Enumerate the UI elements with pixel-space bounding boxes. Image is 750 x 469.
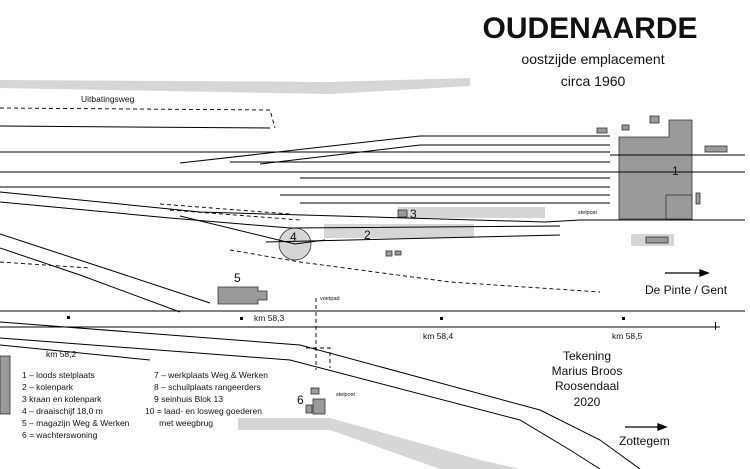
track-zottegem-1 (0, 321, 641, 469)
dashed-field-right (0, 261, 91, 269)
dashed-voetpad-2 (306, 347, 331, 368)
km-end-tick (715, 322, 716, 330)
direction-label-depinte: De Pinte / Gent (645, 283, 728, 297)
dashed-path-turntable (229, 249, 601, 293)
small-shed-b (621, 124, 630, 131)
legend-item-10-cont: met weegbrug (145, 418, 213, 428)
track-lower-3 (265, 234, 561, 243)
track-diag-2 (0, 247, 181, 313)
side-shed-right (695, 192, 701, 205)
kolenpark-area-3 (398, 207, 545, 218)
buildings (0, 115, 728, 415)
loods-annex (665, 194, 693, 220)
legend-item-2: 2 – kolenpark (22, 382, 74, 392)
arrow-depinte-head-icon (699, 269, 710, 277)
km-markers (67, 316, 716, 330)
small-block-mid (385, 250, 393, 257)
page-subtitle: oostzijde emplacement (521, 51, 664, 67)
stelpost-label-bottom: stelpost (336, 392, 355, 398)
stelpost-label-right: stelpost (578, 210, 597, 216)
voetpad-label: voetpad (320, 296, 340, 302)
km-dot-2 (240, 317, 243, 320)
wachterswoning-a (310, 387, 320, 395)
building-label-5: 5 (234, 271, 241, 285)
km-dot-1 (67, 316, 70, 319)
uitbatingsweg-band (0, 78, 470, 94)
building-label-1: 1 (672, 164, 679, 178)
credits-line-1: Tekening (563, 349, 611, 363)
legend-item-9: 9 seinhuis Blok 13 (154, 394, 223, 404)
credits-line-2: Marius Broos (552, 364, 623, 378)
crane-block (397, 209, 408, 218)
track-lower-2 (0, 201, 561, 229)
credits-line-3: Roosendaal (555, 379, 619, 393)
legend-item-1: 1 – loods stelplaats (22, 370, 95, 380)
credits-line-4: 2020 (574, 395, 601, 409)
direction-arrows (625, 269, 710, 431)
zottegem-road-band (238, 418, 520, 469)
km-dot-4 (622, 317, 625, 320)
building-label-4: 4 (290, 230, 297, 244)
km-label-58-4: km 58,4 (423, 331, 454, 341)
legend-item-7: 7 – werkplaats Weg & Werken (154, 370, 268, 380)
small-building-right (645, 236, 669, 244)
track-fan-3 (259, 144, 610, 165)
track-lower-1 (0, 191, 745, 223)
page-title: OUDENAARDE (482, 12, 697, 45)
track-diag-1 (0, 233, 211, 304)
building-label-3: 3 (410, 207, 417, 221)
legend-item-10: 10 = laad- en losweg goederen (145, 406, 262, 416)
building-label-6: 6 (297, 393, 304, 407)
track-branch-left (0, 344, 151, 361)
small-shed-a (596, 127, 608, 134)
wachterswoning-c (305, 404, 313, 414)
legend-item-6: 6 = wachterswoning (22, 430, 98, 440)
loods-stelplaats-building (618, 119, 693, 220)
left-edge-block (0, 355, 11, 415)
magazijn-building (217, 286, 268, 305)
direction-label-zottegem: Zottegem (619, 434, 670, 448)
legend-item-4: 4 – draaischijf 18,0 m (22, 406, 103, 416)
dashed-paths (0, 107, 601, 370)
track-zottegem-2 (0, 337, 601, 469)
km-dot-3 (440, 317, 443, 320)
wachterswoning-b (312, 398, 326, 415)
building-label-2: 2 (364, 228, 371, 242)
dashed-fence-2 (169, 209, 301, 221)
km-label-58-5: km 58,5 (612, 331, 643, 341)
kolenpark-area-2 (324, 224, 474, 238)
uitbatingsweg-line (0, 125, 271, 129)
small-block-mid2 (394, 250, 402, 256)
dashed-road-top (0, 107, 276, 129)
legend-item-3: 3 kraan en kolenpark (22, 394, 102, 404)
small-shed-upper (649, 115, 660, 124)
arrow-zottegem-head-icon (657, 423, 668, 431)
tracks (0, 125, 745, 469)
legend-item-8: 8 – schuilplaats rangeerders (154, 382, 261, 392)
legend: 1 – loods stelplaats 2 – kolenpark 3 kra… (22, 370, 268, 440)
km-label-58-3: km 58,3 (254, 313, 285, 323)
track-fan-1 (179, 135, 610, 164)
km-label-58-2: km 58,2 (46, 349, 77, 359)
small-shed-right (704, 145, 728, 153)
legend-item-5: 5 – magazijn Weg & Werken (22, 418, 130, 428)
dashed-fence-1 (159, 203, 291, 215)
street-label-uitbatingsweg: Uitbatingsweg (81, 94, 135, 104)
page-period: circa 1960 (561, 73, 626, 89)
